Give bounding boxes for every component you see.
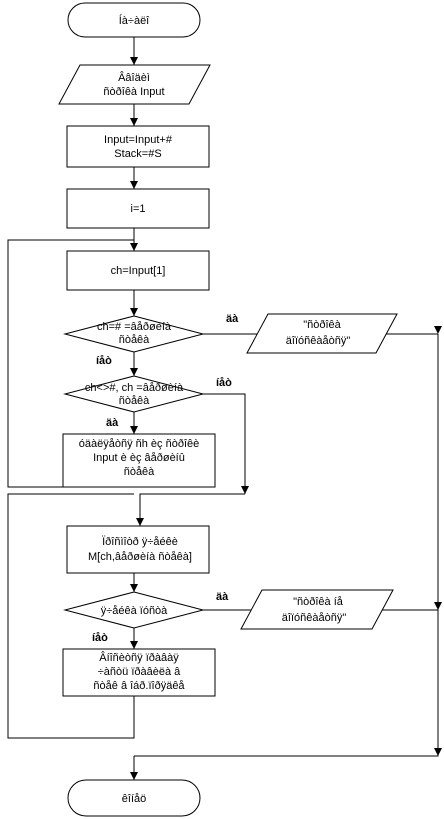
arrowhead bbox=[434, 326, 442, 334]
lookup-cell-block: Ïðîñìîòð ÿ÷åéêè M[ch,âåðøèíà ñòåêà] bbox=[66, 525, 210, 574]
delete-process-block: óäàëÿåòñÿ ñh èç ñòðîêè Input è èç âåðøèí… bbox=[62, 433, 216, 488]
decision-ch-equals-top: ch<>#, ch =âåðøèíà ñòåêà bbox=[63, 375, 205, 413]
output-rejected-line2: äîïóñêàåòñÿ" bbox=[282, 612, 347, 624]
arrowhead bbox=[130, 308, 138, 316]
arrowhead bbox=[434, 748, 442, 756]
decision2-label-line2: ñòåêà bbox=[119, 395, 150, 407]
end-terminal: êîíåö bbox=[67, 779, 201, 817]
decision3-yes-label: äà bbox=[216, 591, 229, 603]
arrowhead bbox=[130, 118, 138, 126]
decision-cell-empty: ÿ÷åéêà ïóñòà bbox=[63, 591, 205, 629]
init-label-line2: Stack=#S bbox=[114, 148, 161, 160]
start-terminal: Íà÷àëî bbox=[67, 2, 201, 38]
output-rejected-block: "ñòðîêà íå äîïóñêàåòñÿ" bbox=[240, 589, 394, 630]
ch-assign-block: ch=Input[1] bbox=[66, 250, 210, 291]
lookup-label-line1: Ïðîñìîòð ÿ÷åéêè bbox=[102, 536, 178, 548]
arrowhead bbox=[434, 602, 442, 610]
output-accepted-block: "ñòðîêà äîïóñêàåòñÿ" bbox=[246, 313, 398, 354]
decision2-label-line1: ch<>#, ch =âåðøèíà bbox=[85, 382, 184, 394]
input-label-line2: ñòðîêà Input bbox=[103, 86, 164, 98]
decision3-no-label: íåò bbox=[92, 632, 108, 644]
decision3-label: ÿ÷åéêà ïóñòà bbox=[101, 605, 168, 617]
arrowhead bbox=[130, 57, 138, 65]
push-label-line1: Âíîñèòñÿ ïðàâàÿ bbox=[99, 651, 179, 664]
decision1-no-label: íåò bbox=[96, 355, 112, 367]
connector-push-loop bbox=[7, 493, 135, 739]
decision2-yes-label: äà bbox=[106, 417, 119, 429]
arrowhead bbox=[130, 368, 138, 376]
delete-label-line2: Input è èç âåðøèíû bbox=[93, 452, 185, 464]
arrowhead bbox=[130, 243, 138, 251]
delete-label-line1: óäàëÿåòñÿ ñh èç ñòðîêè bbox=[79, 438, 200, 450]
arrowhead bbox=[130, 584, 138, 592]
output-rejected-line1: "ñòðîêà íå bbox=[293, 596, 344, 608]
delete-label-line3: ñòåêà bbox=[124, 466, 155, 478]
arrowhead bbox=[136, 518, 144, 526]
push-label-line2: ÷àñòü ïðàâèëà â bbox=[98, 666, 181, 678]
push-label-line3: ñòåê â îáð.ïîðÿäêå bbox=[93, 680, 185, 692]
connector-cond2-no bbox=[203, 393, 246, 494]
ch-assign-label: ch=Input[1] bbox=[111, 265, 166, 277]
i-assign-block: i=1 bbox=[66, 188, 210, 229]
init-process-block: Input=Input+# Stack=#S bbox=[66, 125, 210, 168]
arrowhead bbox=[130, 426, 138, 434]
input-label-line1: Ââîäèì bbox=[118, 71, 150, 84]
decision1-label-line2: ñòåêà bbox=[119, 334, 150, 346]
decision1-label-line1: ch=# =âåðøèíà bbox=[97, 321, 172, 333]
start-label: Íà÷àëî bbox=[119, 14, 150, 27]
output-accepted-line1: "ñòðîêà bbox=[303, 319, 341, 331]
arrowhead bbox=[130, 772, 138, 780]
connector-merge-search bbox=[139, 493, 245, 526]
decision2-no-label: íåò bbox=[216, 377, 232, 389]
arrowhead bbox=[130, 641, 138, 649]
lookup-label-line2: M[ch,âåðøèíà ñòåêà] bbox=[88, 551, 192, 563]
init-label-line1: Input=Input+# bbox=[104, 134, 173, 146]
output-accepted-line2: äîïóñêàåòñÿ" bbox=[286, 335, 351, 347]
input-string-block: Ââîäèì ñòðîêà Input bbox=[58, 64, 211, 105]
decision-stack-top-end: ch=# =âåðøèíà ñòåêà bbox=[63, 315, 205, 353]
decision1-yes-label: äà bbox=[226, 313, 239, 325]
arrowhead bbox=[241, 486, 249, 494]
arrowhead bbox=[130, 181, 138, 189]
i-assign-label: i=1 bbox=[131, 203, 146, 215]
end-label: êîíåö bbox=[122, 793, 146, 805]
push-rule-block: Âíîñèòñÿ ïðàâàÿ ÷àñòü ïðàâèëà â ñòåê â î… bbox=[62, 648, 216, 697]
